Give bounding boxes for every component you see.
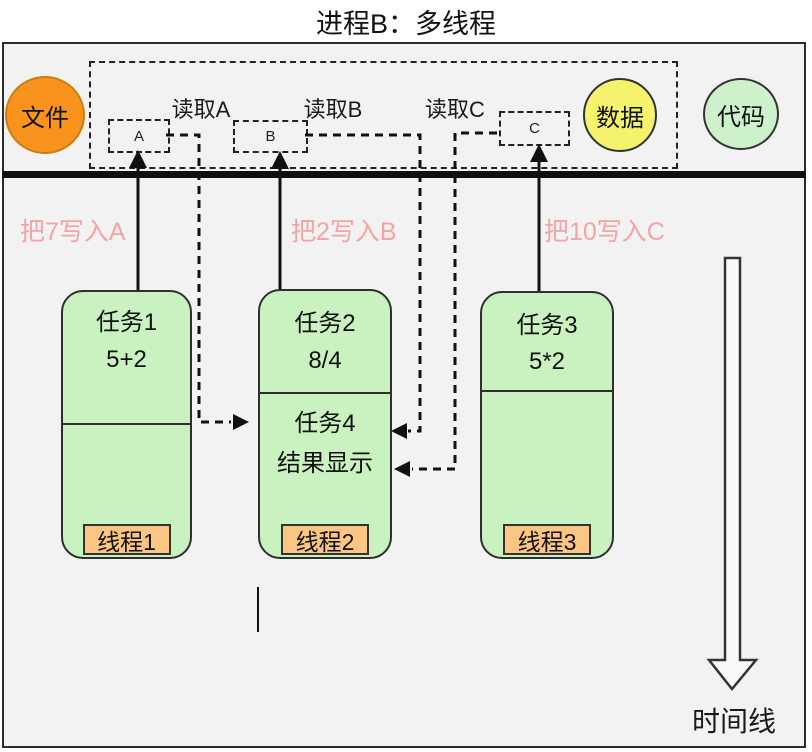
read-a-label: 读取A xyxy=(171,97,231,122)
memory-slot-a: A xyxy=(108,119,170,153)
task-2-title: 任务2 xyxy=(294,310,356,337)
thread-2-label: 线程2 xyxy=(281,524,369,555)
memory-bus-line xyxy=(2,171,806,178)
thread-1-box: 任务1 5+2 线程1 xyxy=(61,290,192,559)
memory-slot-b: B xyxy=(233,120,308,153)
thread-1-label: 线程1 xyxy=(82,524,171,555)
write-a-annotation: 把7写入A xyxy=(20,218,126,246)
write-b-annotation: 把2写入B xyxy=(291,218,397,246)
task-1-title: 任务1 xyxy=(95,309,158,336)
task-4-title: 任务4 xyxy=(294,410,356,437)
thread-2-box: 任务2 8/4 任务4 结果显示 线程2 xyxy=(258,289,392,559)
data-node: 数据 xyxy=(583,78,657,152)
slot-c-letter: C xyxy=(529,120,540,137)
task-3-title: 任务3 xyxy=(516,312,578,339)
thread-3-divider xyxy=(480,390,614,392)
write-c-annotation: 把10写入C xyxy=(544,218,665,246)
task-2-expression: 8/4 xyxy=(308,347,342,374)
thread-3-label: 线程3 xyxy=(503,524,591,555)
file-node: 文件 xyxy=(5,76,85,154)
read-c-label: 读取C xyxy=(425,97,485,122)
file-node-label: 文件 xyxy=(21,104,69,132)
slot-a-letter: A xyxy=(133,127,144,145)
thread-3-box: 任务3 5*2 线程3 xyxy=(480,291,614,559)
slot-b-letter: B xyxy=(265,128,276,145)
thread-1-divider xyxy=(61,423,192,425)
task-3-expression: 5*2 xyxy=(528,348,566,375)
thread-2-divider xyxy=(258,392,392,394)
timeline-label: 时间线 xyxy=(691,706,776,737)
read-b-label: 读取B xyxy=(303,97,363,122)
memory-slot-c: C xyxy=(499,111,570,146)
code-node: 代码 xyxy=(703,78,779,150)
code-node-label: 代码 xyxy=(717,103,765,131)
task-1-expression: 5+2 xyxy=(106,346,147,373)
data-node-label: 数据 xyxy=(596,104,644,132)
task-4-description: 结果显示 xyxy=(277,450,373,477)
diagram-title: 进程B：多线程 xyxy=(315,9,496,39)
